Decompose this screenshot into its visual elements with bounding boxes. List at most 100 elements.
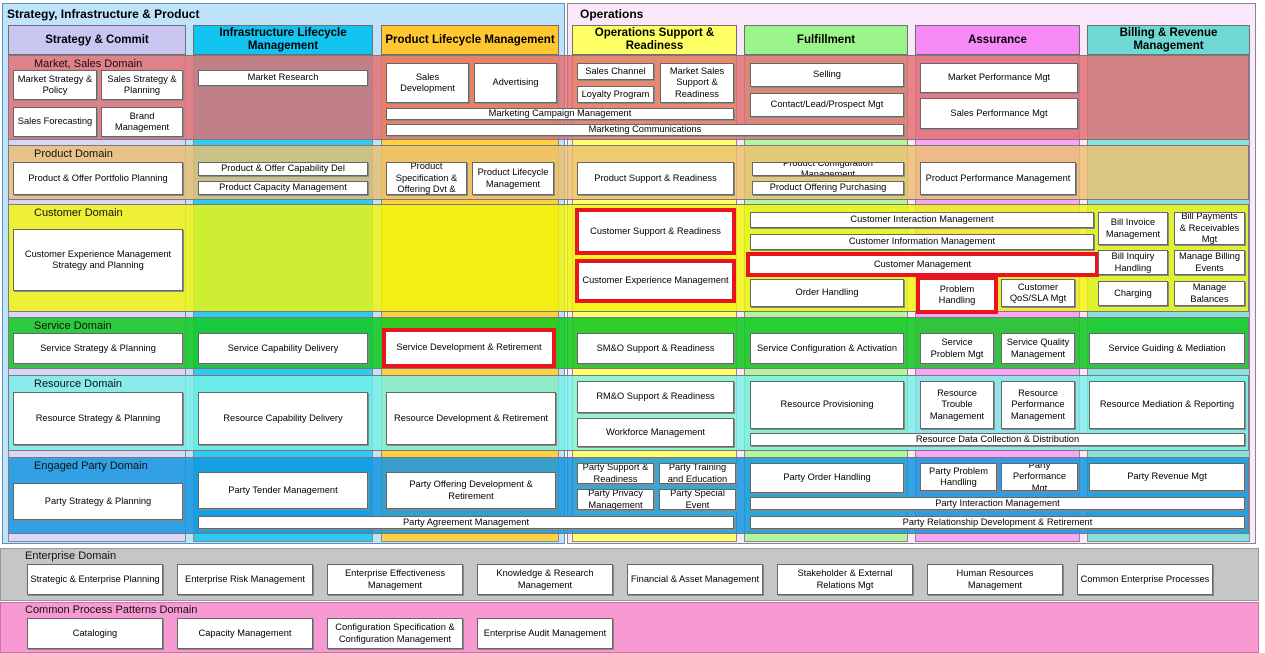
box-product-specification-offering[interactable]: Product Specification & Offering Dvt & — [386, 162, 467, 195]
box-bill-invoice-management[interactable]: Bill Invoice Management — [1098, 212, 1168, 245]
box-charging[interactable]: Charging — [1098, 281, 1168, 306]
box-market-sales-support-readiness[interactable]: Market Sales Support & Readiness — [660, 63, 734, 103]
box-sales-development[interactable]: Sales Development — [386, 63, 469, 103]
box-service-problem-mgt[interactable]: Service Problem Mgt — [920, 333, 994, 364]
domain-label-market: Market, Sales Domain — [34, 58, 143, 70]
box-market-strategy-policy[interactable]: Market Strategy & Policy — [13, 70, 97, 100]
box-service-capability-delivery[interactable]: Service Capability Delivery — [198, 333, 368, 364]
box-enterprise-risk-management[interactable]: Enterprise Risk Management — [177, 564, 313, 595]
box-product-offer-portfolio-planning[interactable]: Product & Offer Portfolio Planning — [13, 162, 183, 195]
box-service-quality-management[interactable]: Service Quality Management — [1001, 333, 1075, 364]
box-bill-payments-receivables-mgt[interactable]: Bill Payments & Receivables Mgt — [1174, 212, 1245, 245]
box-sales-performance-mgt[interactable]: Sales Performance Mgt — [920, 98, 1078, 129]
column-header-strategy: Strategy & Commit — [8, 25, 186, 55]
box-stakeholder-external-relations-mgt[interactable]: Stakeholder & External Relations Mgt — [777, 564, 913, 595]
domain-label-resource: Resource Domain — [34, 378, 123, 390]
box-knowledge-research-management[interactable]: Knowledge & Research Management — [477, 564, 613, 595]
box-manage-balances[interactable]: Manage Balances — [1174, 281, 1245, 306]
box-service-strategy-planning[interactable]: Service Strategy & Planning — [13, 333, 183, 364]
box-party-order-handling[interactable]: Party Order Handling — [750, 463, 904, 493]
column-header-osr: Operations Support & Readiness — [572, 25, 737, 55]
box-manage-billing-events[interactable]: Manage Billing Events — [1174, 250, 1245, 275]
box-resource-capability-delivery[interactable]: Resource Capability Delivery — [198, 392, 368, 445]
box-product-performance-management[interactable]: Product Performance Management — [920, 162, 1076, 195]
box-contact-lead-prospect-mgt[interactable]: Contact/Lead/Prospect Mgt — [750, 93, 904, 117]
box-advertising[interactable]: Advertising — [474, 63, 557, 103]
domain-label-product: Product Domain — [34, 148, 113, 160]
box-party-agreement-management[interactable]: Party Agreement Management — [198, 516, 734, 529]
box-customer-experience-management[interactable]: Customer Experience Management — [575, 259, 736, 303]
column-header-assurance: Assurance — [915, 25, 1080, 55]
domain-label-service: Service Domain — [34, 320, 112, 332]
box-marketing-communications[interactable]: Marketing Communications — [386, 124, 904, 136]
box-sales-forecasting[interactable]: Sales Forecasting — [13, 107, 97, 137]
box-resource-data-collection-distribution[interactable]: Resource Data Collection & Distribution — [750, 433, 1245, 446]
box-sales-channel[interactable]: Sales Channel — [577, 63, 654, 80]
box-sales-strategy-planning[interactable]: Sales Strategy & Planning — [101, 70, 183, 100]
box-cataloging[interactable]: Cataloging — [27, 618, 163, 649]
box-party-strategy-planning[interactable]: Party Strategy & Planning — [13, 483, 183, 520]
box-service-configuration-activation[interactable]: Service Configuration & Activation — [750, 333, 904, 364]
box-marketing-campaign-management[interactable]: Marketing Campaign Management — [386, 108, 734, 120]
box-product-lifecycle-management[interactable]: Product Lifecycle Management — [472, 162, 554, 195]
box-brand-management[interactable]: Brand Management — [101, 107, 183, 137]
box-smo-support-readiness[interactable]: SM&O Support & Readiness — [577, 333, 734, 364]
box-resource-mediation-reporting[interactable]: Resource Mediation & Reporting — [1089, 381, 1245, 429]
box-workforce-management[interactable]: Workforce Management — [577, 418, 734, 447]
box-rmo-support-readiness[interactable]: RM&O Support & Readiness — [577, 381, 734, 413]
box-party-performance-mgt[interactable]: Party Performance Mgt — [1001, 463, 1078, 491]
box-human-resources-management[interactable]: Human Resources Management — [927, 564, 1063, 595]
box-party-privacy-management[interactable]: Party Privacy Management — [577, 489, 654, 510]
domain-label-cpp: Common Process Patterns Domain — [25, 604, 198, 616]
box-resource-performance-management[interactable]: Resource Performance Management — [1001, 381, 1075, 429]
box-customer-information-management[interactable]: Customer Information Management — [750, 234, 1094, 250]
box-product-offer-capability-del[interactable]: Product & Offer Capability Del — [198, 162, 368, 176]
box-party-tender-management[interactable]: Party Tender Management — [198, 472, 368, 509]
column-header-plm: Product Lifecycle Management — [381, 25, 559, 55]
box-customer-qos-sla-mgt[interactable]: Customer QoS/SLA Mgt — [1001, 279, 1075, 307]
box-service-guiding-mediation[interactable]: Service Guiding & Mediation — [1089, 333, 1245, 364]
box-party-support-readiness[interactable]: Party Support & Readiness — [577, 463, 654, 484]
column-header-fulfillment: Fulfillment — [744, 25, 908, 55]
box-party-interaction-management[interactable]: Party Interaction Management — [750, 497, 1245, 510]
box-enterprise-audit-management[interactable]: Enterprise Audit Management — [477, 618, 613, 649]
domain-label-enterprise: Enterprise Domain — [25, 550, 117, 562]
box-resource-development-retirement[interactable]: Resource Development & Retirement — [386, 392, 556, 445]
box-product-offering-purchasing[interactable]: Product Offering Purchasing — [752, 181, 904, 195]
box-configuration-specification-management[interactable]: Configuration Specification & Configurat… — [327, 618, 463, 649]
box-customer-support-readiness[interactable]: Customer Support & Readiness — [575, 208, 736, 255]
box-common-enterprise-processes[interactable]: Common Enterprise Processes — [1077, 564, 1213, 595]
domain-label-customer: Customer Domain — [34, 207, 123, 219]
box-service-development-retirement[interactable]: Service Development & Retirement — [382, 328, 556, 368]
box-strategic-enterprise-planning[interactable]: Strategic & Enterprise Planning — [27, 564, 163, 595]
box-resource-strategy-planning[interactable]: Resource Strategy & Planning — [13, 392, 183, 445]
box-resource-trouble-management[interactable]: Resource Trouble Management — [920, 381, 994, 429]
box-loyalty-program[interactable]: Loyalty Program — [577, 86, 654, 103]
box-bill-inquiry-handling[interactable]: Bill Inquiry Handling — [1098, 250, 1168, 275]
column-header-billing: Billing & Revenue Management — [1087, 25, 1250, 55]
domain-label-engaged: Engaged Party Domain — [34, 460, 148, 472]
box-product-capacity-management[interactable]: Product Capacity Management — [198, 181, 368, 195]
box-party-training-education[interactable]: Party Training and Education — [659, 463, 736, 484]
box-market-performance-mgt[interactable]: Market Performance Mgt — [920, 63, 1078, 93]
box-enterprise-effectiveness-management[interactable]: Enterprise Effectiveness Management — [327, 564, 463, 595]
box-product-configuration-management[interactable]: Product Configuration Management — [752, 162, 904, 176]
box-resource-provisioning[interactable]: Resource Provisioning — [750, 381, 904, 429]
ops-panel-title: Operations — [580, 7, 644, 21]
box-capacity-management[interactable]: Capacity Management — [177, 618, 313, 649]
box-party-relationship-development-retirement[interactable]: Party Relationship Development & Retirem… — [750, 516, 1245, 529]
box-customer-experience-mgmt-strategy[interactable]: Customer Experience Management Strategy … — [13, 229, 183, 291]
box-financial-asset-management[interactable]: Financial & Asset Management — [627, 564, 763, 595]
box-party-special-event[interactable]: Party Special Event — [659, 489, 736, 510]
box-problem-handling[interactable]: Problem Handling — [916, 276, 998, 314]
box-customer-interaction-management[interactable]: Customer Interaction Management — [750, 212, 1094, 228]
box-product-support-readiness[interactable]: Product Support & Readiness — [577, 162, 734, 195]
box-market-research[interactable]: Market Research — [198, 70, 368, 86]
column-header-infra: Infrastructure Lifecycle Management — [193, 25, 373, 55]
box-party-revenue-mgt[interactable]: Party Revenue Mgt — [1089, 463, 1245, 491]
box-order-handling[interactable]: Order Handling — [750, 279, 904, 307]
box-party-offering-development-retirement[interactable]: Party Offering Development & Retirement — [386, 472, 556, 509]
box-selling[interactable]: Selling — [750, 63, 904, 87]
box-party-problem-handling[interactable]: Party Problem Handling — [920, 463, 997, 491]
box-customer-management[interactable]: Customer Management — [746, 252, 1099, 277]
